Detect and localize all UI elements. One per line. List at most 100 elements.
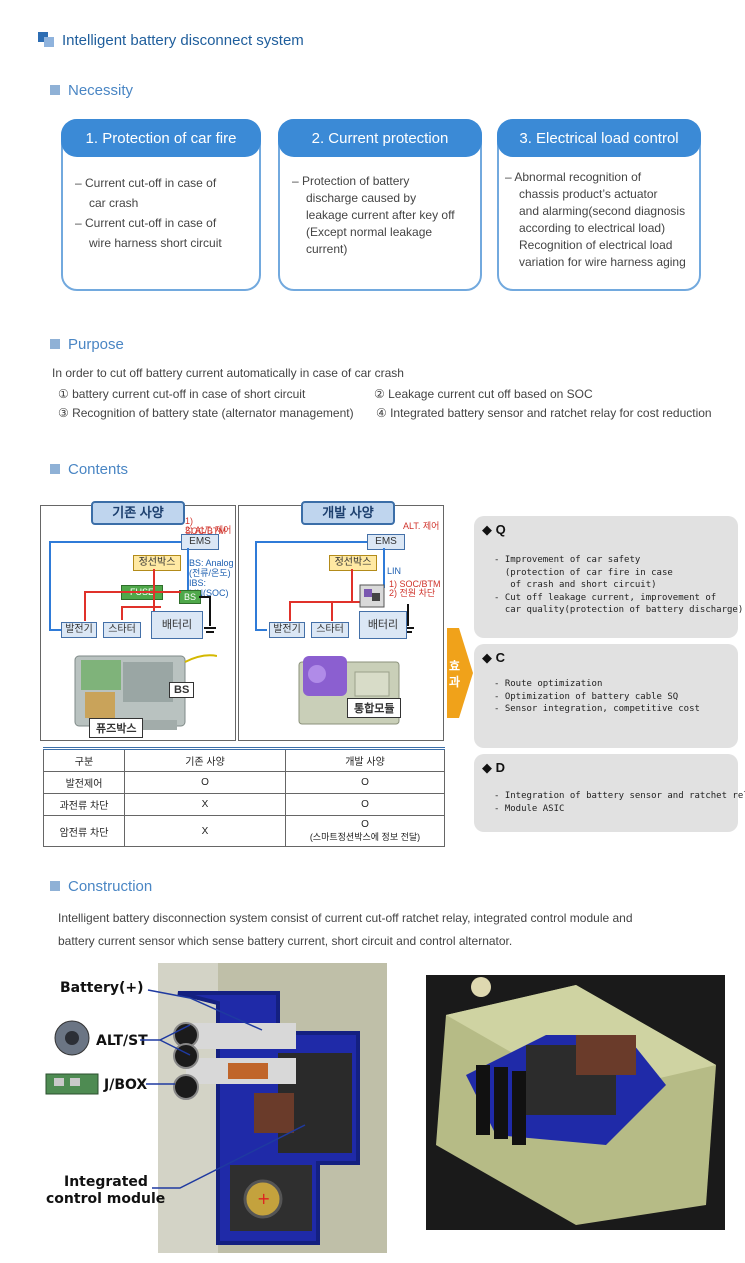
- power-wire: [84, 591, 181, 593]
- table-cell: 과전류 차단: [43, 793, 125, 816]
- necessity-box-fire: 1. Protection of car fire – Current cut-…: [61, 119, 261, 291]
- purpose-item-3: ③ Recognition of battery state (alternat…: [58, 406, 354, 420]
- alternator-box: 발전기: [269, 622, 305, 638]
- signal-wire: [49, 541, 181, 543]
- ground-symbol: [404, 631, 412, 633]
- starter-box: 스타터: [311, 622, 349, 638]
- ground-wire: [209, 596, 211, 626]
- purpose-item-2: ② Leakage current cut off based on SOC: [374, 387, 593, 401]
- title-square-icon: [38, 32, 48, 42]
- fuse-box-photo: [74, 654, 217, 730]
- purpose-intro: In order to cut off battery current auto…: [52, 366, 404, 380]
- necessity-box-title: 3. Electrical load control: [497, 119, 701, 157]
- purpose-item-4: ④ Integrated battery sensor and ratchet …: [376, 406, 712, 420]
- table-row: 과전류 차단 X O: [43, 793, 445, 816]
- ground-wire: [199, 596, 211, 598]
- signal-wire: [49, 541, 51, 631]
- junction-box: 정선박스: [329, 555, 377, 571]
- signal-wire: [255, 541, 367, 543]
- construction-line-1: Intelligent battery disconnection system…: [58, 911, 633, 925]
- battery-box: 배터리: [359, 611, 407, 639]
- title-square-icon: [44, 37, 54, 47]
- callout-jbox: J/BOX: [104, 1077, 148, 1093]
- integrated-module-icon: [359, 584, 385, 608]
- ground-symbol: [206, 631, 214, 633]
- effect-label: 효과: [449, 659, 461, 689]
- callout-lines: [140, 989, 306, 1189]
- diagram-existing-spec: 기존 사양 1) SOC/BTM 2) ALT. 제어 EMS 정선박스 BS:…: [40, 501, 236, 741]
- ground-wire: [407, 604, 409, 626]
- table-header-cell: 개발 사양: [285, 747, 445, 772]
- bullet-square-icon: [50, 339, 60, 349]
- table-cell: X: [124, 815, 286, 847]
- necessity-box-title: 1. Protection of car fire: [61, 119, 261, 157]
- table-cell: 암전류 차단: [43, 815, 125, 847]
- callout-alt-st: ALT/ST: [96, 1033, 148, 1049]
- table-row: 암전류 차단 X O(스마트정션박스에 정보 전달): [43, 815, 445, 847]
- power-wire: [351, 569, 353, 601]
- qcd-panel-delivery: ◆ D - Integration of battery sensor and …: [474, 754, 745, 832]
- bullet-square-icon: [50, 464, 60, 474]
- signal-wire: [255, 629, 267, 631]
- power-wire: [84, 591, 86, 621]
- bullet-square-icon: [50, 85, 60, 95]
- bullet-square-icon: [50, 881, 60, 891]
- table-cell: O(스마트정션박스에 정보 전달): [285, 815, 445, 847]
- necessity-box-title: 2. Current protection: [278, 119, 482, 157]
- construction-photo-top-view: +: [158, 963, 387, 1253]
- power-wire: [289, 601, 371, 603]
- power-wire: [121, 606, 161, 608]
- callout-module-line2: control module: [46, 1191, 166, 1207]
- table-cell: X: [124, 793, 286, 816]
- bs-box: BS: [179, 590, 201, 604]
- diagram-title: 기존 사양: [91, 501, 185, 525]
- table-row: 발전제어 O O: [43, 771, 445, 794]
- starter-box: 스타터: [103, 622, 141, 638]
- section-heading-purpose: Purpose: [50, 336, 124, 353]
- ems-box: EMS: [367, 534, 405, 550]
- signal-wire: [49, 629, 61, 631]
- power-wire: [331, 601, 333, 621]
- construction-photo-perspective: [426, 975, 725, 1230]
- comparison-table: 구분 기존 사양 개발 사양 발전제어 O O 과전류 차단 X O 암전류 차…: [43, 747, 445, 847]
- diagram-developed-spec: 개발 사양 ALT. 제어 EMS 정선박스 LIN 1) SOC/BTM 2)…: [238, 501, 444, 741]
- svg-text:+: +: [257, 1189, 270, 1208]
- diagram-title: 개발 사양: [301, 501, 395, 525]
- signal-wire: [383, 548, 385, 588]
- power-wire: [289, 601, 291, 621]
- photo-label-bs: BS: [169, 682, 195, 698]
- page-title: Intelligent battery disconnect system: [38, 32, 304, 49]
- purpose-item-1: ① battery current cut-off in case of sho…: [58, 387, 306, 401]
- ground-symbol: [204, 627, 216, 629]
- integrated-module-photo: [298, 656, 400, 725]
- table-header-cell: 구분: [43, 747, 125, 772]
- section-heading-construction: Construction: [50, 878, 152, 895]
- table-cell: 발전제어: [43, 771, 125, 794]
- ems-box: EMS: [181, 534, 219, 550]
- callout-battery: Battery(+): [60, 980, 144, 996]
- construction-line-2: battery current sensor which sense batte…: [58, 934, 513, 948]
- alternator-photo: [54, 1020, 90, 1056]
- ground-symbol: [402, 627, 414, 629]
- necessity-box-load: 3. Electrical load control – Abnormal re…: [497, 119, 701, 291]
- signal-wire: [255, 541, 257, 631]
- alternator-box: 발전기: [61, 622, 97, 638]
- photo-label-module: 통합모듈: [347, 698, 402, 718]
- necessity-box-current: 2. Current protection – Protection of ba…: [278, 119, 482, 291]
- section-heading-contents: Contents: [50, 461, 128, 478]
- table-cell: O: [285, 771, 445, 794]
- table-header-cell: 기존 사양: [124, 747, 286, 772]
- power-wire: [153, 569, 155, 619]
- table-cell: O: [285, 793, 445, 816]
- callout-module-line1: Integrated: [64, 1174, 148, 1190]
- table-header-row: 구분 기존 사양 개발 사양: [43, 747, 445, 772]
- table-cell: O: [124, 771, 286, 794]
- effect-arrow-icon: [447, 628, 473, 718]
- qcd-panel-cost: ◆ C - Route optimization - Optimization …: [474, 644, 738, 748]
- section-heading-necessity: Necessity: [50, 82, 133, 99]
- qcd-panel-quality: ◆ Q - Improvement of car safety (protect…: [474, 516, 743, 638]
- junction-box-photo: [45, 1073, 99, 1095]
- junction-box: 정선박스: [133, 555, 181, 571]
- signal-wire: [187, 548, 189, 590]
- power-wire: [121, 606, 123, 620]
